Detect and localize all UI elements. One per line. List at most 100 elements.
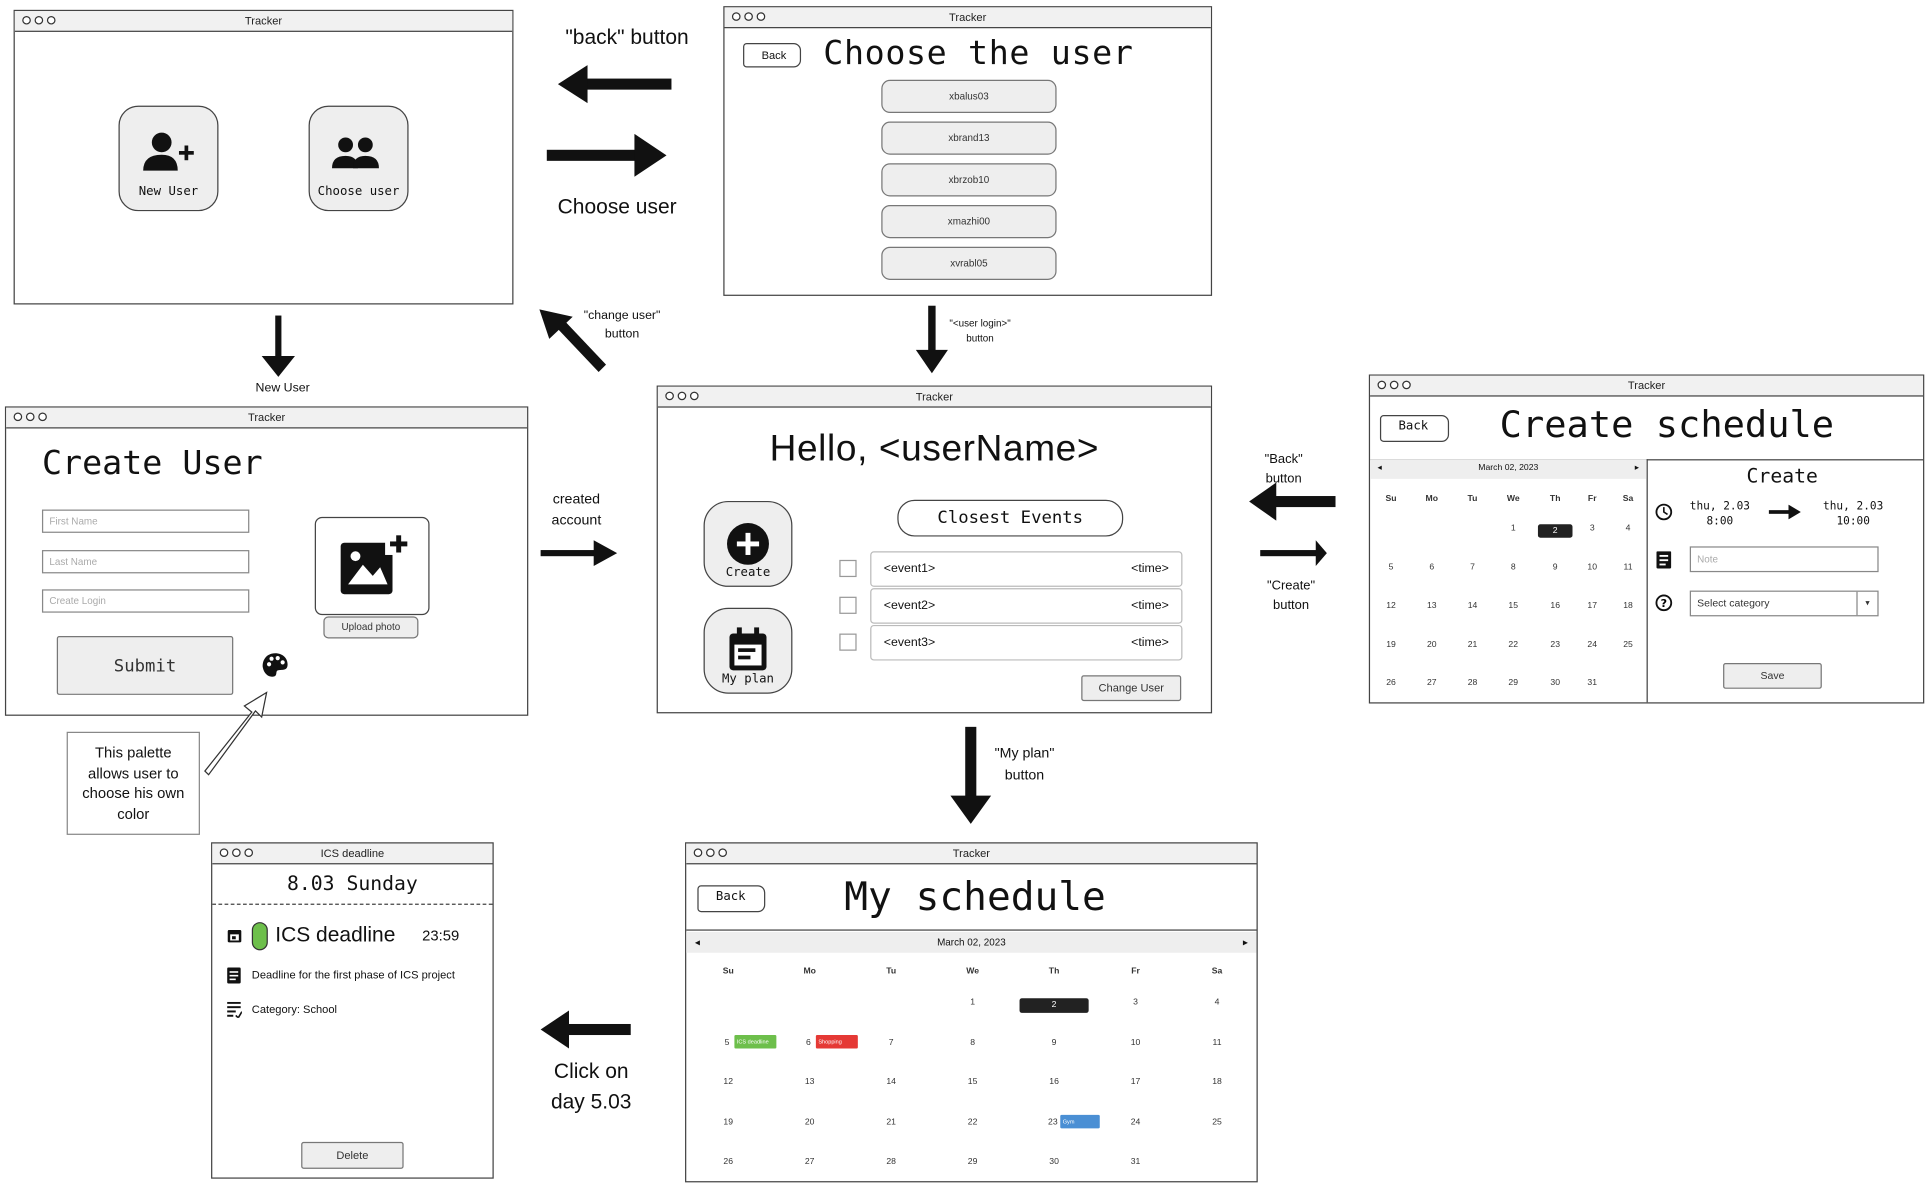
calendar-day[interactable]: 7 xyxy=(888,1038,894,1047)
calendar-day[interactable]: 9 xyxy=(1051,1038,1057,1047)
submit-button[interactable]: Submit xyxy=(56,636,234,695)
calendar-day[interactable]: 22 xyxy=(967,1117,978,1127)
event-row[interactable]: <event3><time> xyxy=(870,624,1183,661)
calendar-day[interactable]: 24 xyxy=(1130,1117,1141,1127)
my-plan-button[interactable]: My plan xyxy=(703,607,793,694)
calendar-day[interactable]: 4 xyxy=(1214,998,1220,1007)
calendar-day[interactable]: 9 xyxy=(1552,562,1558,572)
back-button[interactable]: Back xyxy=(743,42,802,68)
calendar-day[interactable]: 1 xyxy=(970,998,976,1007)
palette-icon[interactable] xyxy=(260,651,290,680)
calendar-day[interactable]: 27 xyxy=(1426,678,1437,688)
calendar-day[interactable]: 7 xyxy=(1470,562,1475,572)
calendar-day[interactable]: 25 xyxy=(1212,1117,1222,1127)
calendar-day[interactable]: 5 xyxy=(724,1038,730,1047)
calendar-day[interactable]: 23 xyxy=(1048,1117,1058,1127)
calendar-day[interactable]: 13 xyxy=(804,1078,815,1087)
calendar-day[interactable]: 21 xyxy=(1467,640,1478,649)
event-chip[interactable]: Gym xyxy=(1060,1114,1100,1128)
back-button[interactable]: Back xyxy=(697,885,766,913)
calendar-day[interactable]: 4 xyxy=(1625,524,1631,533)
event-row[interactable]: <event2><time> xyxy=(870,588,1183,624)
calendar-day[interactable]: 15 xyxy=(1508,601,1519,611)
login-field[interactable]: Create Login xyxy=(41,589,250,613)
user-button[interactable]: xbrand13 xyxy=(881,121,1057,155)
calendar-day[interactable]: 25 xyxy=(1623,640,1633,649)
upload-photo-button[interactable]: Upload photo xyxy=(323,616,419,639)
delete-button[interactable]: Delete xyxy=(301,1141,404,1169)
calendar-day[interactable]: 28 xyxy=(886,1157,896,1167)
calendar-day[interactable]: 13 xyxy=(1426,601,1437,611)
calendar-day[interactable]: 19 xyxy=(1386,640,1396,649)
calendar-day[interactable]: 17 xyxy=(1587,601,1598,611)
calendar-day[interactable]: 10 xyxy=(1587,562,1598,572)
prev-month-icon[interactable]: ◂ xyxy=(1377,464,1382,473)
calendar-day[interactable]: 19 xyxy=(723,1117,734,1127)
calendar-day[interactable]: 8 xyxy=(1510,562,1516,572)
calendar-day[interactable]: 18 xyxy=(1623,601,1633,611)
calendar-day[interactable]: 29 xyxy=(1508,678,1519,688)
next-month-icon[interactable]: ▸ xyxy=(1242,936,1248,948)
calendar-day[interactable]: 24 xyxy=(1587,640,1598,649)
photo-box[interactable] xyxy=(314,516,430,616)
save-button[interactable]: Save xyxy=(1723,663,1822,689)
calendar-day[interactable]: 5 xyxy=(1388,562,1394,572)
calendar-day[interactable]: 18 xyxy=(1212,1078,1222,1087)
event-checkbox[interactable] xyxy=(839,559,857,578)
calendar-day[interactable]: 21 xyxy=(886,1117,896,1127)
next-month-icon[interactable]: ▸ xyxy=(1634,464,1640,473)
calendar-day[interactable]: 20 xyxy=(804,1117,815,1127)
calendar-day[interactable]: 28 xyxy=(1467,678,1478,688)
calendar-day-selected[interactable]: 2 xyxy=(1537,524,1573,538)
calendar-day[interactable]: 20 xyxy=(1426,640,1437,649)
event-chip[interactable]: ICS deadline xyxy=(734,1034,777,1048)
dropdown-arrow-icon[interactable]: ▾ xyxy=(1856,591,1877,616)
calendar-day[interactable]: 31 xyxy=(1587,678,1598,688)
calendar-day[interactable]: 12 xyxy=(723,1078,734,1087)
event-chip[interactable]: Shopping xyxy=(815,1034,858,1048)
calendar-day[interactable]: 6 xyxy=(1429,562,1435,572)
calendar-day[interactable]: 16 xyxy=(1049,1078,1059,1087)
calendar-day[interactable]: 3 xyxy=(1133,998,1138,1007)
calendar-day[interactable]: 14 xyxy=(1467,601,1478,611)
calendar-day[interactable]: 30 xyxy=(1550,678,1561,688)
calendar-day[interactable]: 12 xyxy=(1386,601,1396,611)
calendar-day[interactable]: 16 xyxy=(1550,601,1561,611)
calendar-day[interactable]: 26 xyxy=(723,1157,734,1167)
calendar-day[interactable]: 14 xyxy=(886,1078,896,1087)
calendar-day[interactable]: 27 xyxy=(804,1157,815,1167)
last-name-field[interactable]: Last Name xyxy=(41,550,250,574)
user-button[interactable]: xbalus03 xyxy=(881,79,1057,113)
back-button[interactable]: Back xyxy=(1379,414,1450,443)
calendar-day[interactable]: 22 xyxy=(1508,640,1519,649)
calendar-day[interactable]: 1 xyxy=(1510,524,1516,533)
note-field[interactable]: Note xyxy=(1689,546,1879,573)
new-user-button[interactable]: New User xyxy=(118,105,219,212)
calendar-day[interactable]: 30 xyxy=(1049,1157,1059,1167)
calendar-day[interactable]: 17 xyxy=(1130,1078,1141,1087)
category-select[interactable]: Select category ▾ xyxy=(1689,590,1879,617)
calendar-day[interactable]: 31 xyxy=(1130,1157,1141,1167)
event-checkbox[interactable] xyxy=(839,596,857,614)
calendar-day[interactable]: 10 xyxy=(1130,1038,1141,1047)
user-button[interactable]: xvrabl05 xyxy=(881,246,1057,280)
calendar-day[interactable]: 15 xyxy=(967,1078,978,1087)
calendar-day-selected[interactable]: 2 xyxy=(1019,998,1089,1013)
calendar-day[interactable]: 23 xyxy=(1550,640,1561,649)
choose-user-button[interactable]: Choose user xyxy=(308,105,409,212)
user-button[interactable]: xmazhi00 xyxy=(881,205,1057,239)
event-row[interactable]: <event1><time> xyxy=(870,551,1183,587)
user-button[interactable]: xbrzob10 xyxy=(881,163,1057,197)
calendar-day[interactable]: 11 xyxy=(1623,562,1633,572)
create-button[interactable]: Create xyxy=(703,500,793,587)
prev-month-icon[interactable]: ◂ xyxy=(694,936,700,948)
change-user-button[interactable]: Change User xyxy=(1081,675,1182,702)
calendar-day[interactable]: 8 xyxy=(970,1038,976,1047)
calendar-day[interactable]: 29 xyxy=(967,1157,978,1167)
event-checkbox[interactable] xyxy=(839,633,857,651)
first-name-field[interactable]: First Name xyxy=(41,509,250,533)
calendar-day[interactable]: 6 xyxy=(806,1038,811,1047)
calendar-day[interactable]: 26 xyxy=(1386,678,1396,688)
calendar-day[interactable]: 3 xyxy=(1589,524,1595,533)
calendar-day[interactable]: 11 xyxy=(1212,1038,1222,1047)
